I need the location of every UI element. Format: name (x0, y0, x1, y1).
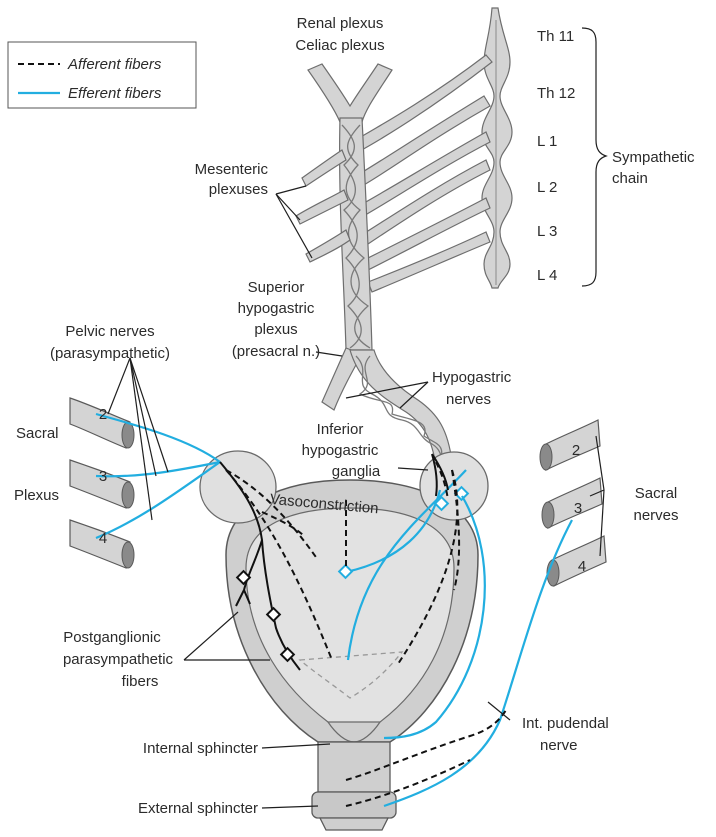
label-sacral-left: Sacral (16, 425, 59, 442)
label-sacral-right-1: Sacral (635, 485, 678, 502)
label-level-l2: L 2 (537, 179, 557, 196)
label-right-s3: 3 (574, 500, 582, 517)
urethra-tip (320, 818, 388, 830)
right-sacral-nerve-3-end (542, 502, 554, 528)
leader-sympathetic-brace (582, 28, 606, 286)
label-left-s4: 4 (99, 530, 107, 547)
label-internal-sphincter: Internal sphincter (143, 740, 258, 757)
label-level-l4: L 4 (537, 267, 557, 284)
label-postganglionic-2: parasympathetic (63, 651, 174, 668)
label-left-s3: 3 (99, 468, 107, 485)
renal-celiac-branches (308, 64, 392, 122)
label-inferior-3: ganglia (332, 463, 381, 480)
label-external-sphincter: External sphincter (138, 800, 258, 817)
leader-external-sphincter (262, 806, 318, 808)
right-sacral-nerve-2-end (540, 444, 552, 470)
label-sympathetic-1: Sympathetic (612, 149, 695, 166)
leader-mesenteric-c (276, 194, 312, 258)
legend-afferent-label: Afferent fibers (67, 56, 162, 73)
label-superior-2: hypogastric (238, 300, 315, 317)
bladder (226, 480, 478, 830)
label-pudendal-2: nerve (540, 737, 578, 754)
label-hypogastric-2: nerves (446, 391, 491, 408)
label-level-l1: L 1 (537, 133, 557, 150)
leader-postganglionic-a (184, 612, 238, 660)
label-pelvic-2: (parasympathetic) (50, 345, 170, 362)
label-postganglionic-1: Postganglionic (63, 629, 161, 646)
leader-mesenteric-a (276, 186, 306, 194)
right-inferior-ganglion (420, 452, 488, 520)
label-mesenteric-1: Mesenteric (195, 161, 269, 178)
label-plexus-left: Plexus (14, 487, 59, 504)
left-sacral-nerve-4-end (122, 542, 134, 568)
label-renal-plexus: Renal plexus (297, 15, 384, 32)
label-right-s2: 2 (572, 442, 580, 459)
label-right-s4: 4 (578, 558, 586, 575)
label-superior-4: (presacral n.) (232, 343, 320, 360)
label-left-s2: 2 (99, 406, 107, 423)
sympathetic-chain (482, 8, 512, 288)
label-level-th11: Th 11 (537, 28, 574, 45)
left-sacral-nerve-3-end (122, 482, 134, 508)
label-mesenteric-2: plexuses (209, 181, 268, 198)
leader-pelvic-c (130, 358, 168, 472)
label-level-l3: L 3 (537, 223, 557, 240)
left-sacral-nerve-2-end (122, 422, 134, 448)
label-celiac-plexus: Celiac plexus (295, 37, 384, 54)
label-hypogastric-1: Hypogastric (432, 369, 512, 386)
external-sphincter-ring (312, 792, 396, 818)
label-pudendal-1: Int. pudendal (522, 715, 609, 732)
leader-pudendal (488, 702, 510, 720)
label-superior-1: Superior (248, 279, 305, 296)
ramus-l4 (368, 232, 490, 292)
label-sacral-right-2: nerves (633, 507, 678, 524)
legend-efferent-label: Efferent fibers (68, 85, 162, 102)
label-level-th12: Th 12 (537, 85, 575, 102)
leader-pelvic-a (108, 358, 130, 414)
leader-inferior (398, 468, 428, 470)
leader-pelvic-b (130, 358, 156, 476)
label-pelvic-1: Pelvic nerves (65, 323, 154, 340)
label-inferior-1: Inferior (317, 421, 364, 438)
urethra (318, 742, 390, 792)
label-sympathetic-2: chain (612, 170, 648, 187)
label-postganglionic-3: fibers (122, 673, 159, 690)
sympathetic-chain-trunk (482, 8, 512, 288)
label-inferior-2: hypogastric (302, 442, 379, 459)
legend: Afferent fibers Efferent fibers (8, 42, 196, 108)
label-superior-3: plexus (254, 321, 297, 338)
